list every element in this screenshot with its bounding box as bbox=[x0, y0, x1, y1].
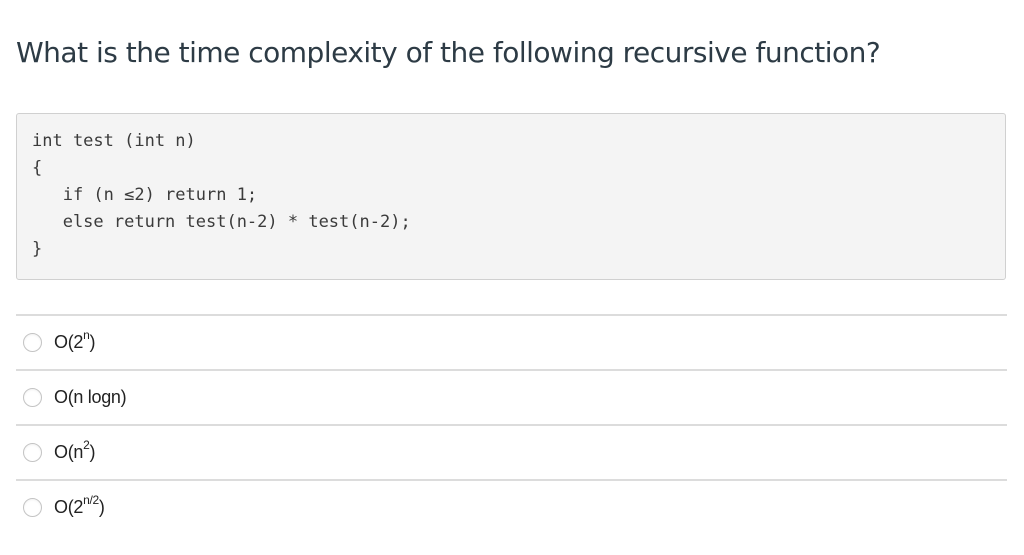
answer-option-4[interactable]: O(2n/2) bbox=[16, 479, 1007, 534]
question-title: What is the time complexity of the follo… bbox=[16, 36, 881, 69]
radio-button[interactable] bbox=[23, 388, 42, 407]
code-line: { bbox=[32, 158, 43, 178]
answer-label[interactable]: O(n2) bbox=[54, 439, 96, 463]
answer-label[interactable]: O(2n) bbox=[54, 329, 96, 353]
answer-list: O(2n) O(n logn) O(n2) O(2n/2) bbox=[16, 314, 1007, 534]
answer-base: O(n bbox=[54, 442, 84, 462]
radio-button[interactable] bbox=[23, 333, 42, 352]
answer-base: O(2 bbox=[54, 332, 84, 352]
radio-button[interactable] bbox=[23, 498, 42, 517]
answer-label[interactable]: O(2n/2) bbox=[54, 494, 105, 518]
code-line: else return test(n-2) * test(n-2); bbox=[32, 212, 411, 232]
code-line: } bbox=[32, 239, 43, 259]
code-block: int test (int n) { if (n ≤2) return 1; e… bbox=[16, 113, 1006, 280]
answer-label[interactable]: O(n logn) bbox=[54, 387, 127, 408]
answer-superscript: 2 bbox=[83, 438, 90, 452]
code-line: if (n ≤2) return 1; bbox=[32, 185, 258, 205]
answer-superscript: n bbox=[83, 328, 90, 342]
answer-superscript: n/2 bbox=[83, 493, 99, 507]
answer-tail: ) bbox=[98, 497, 105, 517]
radio-button[interactable] bbox=[23, 443, 42, 462]
answer-tail: ) bbox=[89, 332, 96, 352]
answer-option-2[interactable]: O(n logn) bbox=[16, 369, 1007, 424]
answer-option-3[interactable]: O(n2) bbox=[16, 424, 1007, 479]
answer-base: O(n logn) bbox=[54, 387, 127, 407]
answer-base: O(2 bbox=[54, 497, 84, 517]
answer-option-1[interactable]: O(2n) bbox=[16, 314, 1007, 369]
code-line: int test (int n) bbox=[32, 131, 196, 151]
answer-tail: ) bbox=[89, 442, 96, 462]
